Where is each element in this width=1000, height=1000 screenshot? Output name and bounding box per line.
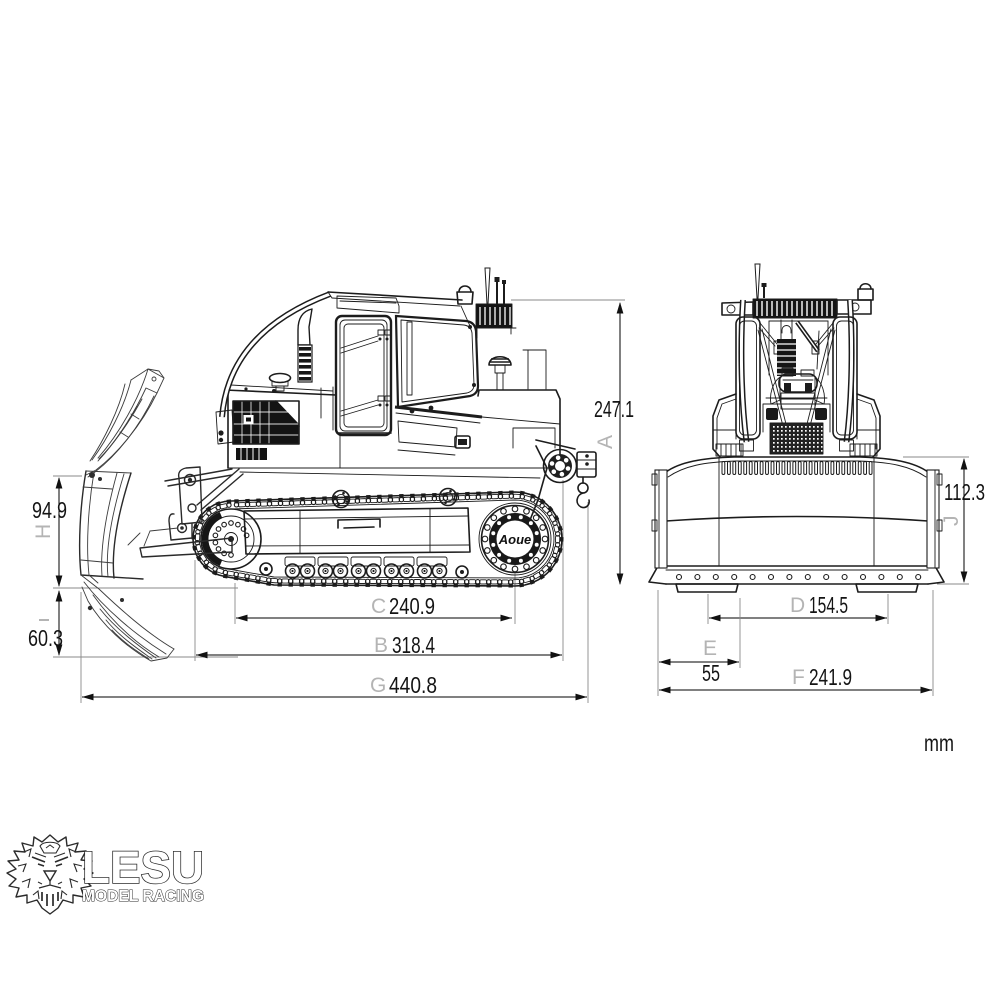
svg-text:B: B: [374, 634, 388, 657]
svg-text:D: D: [790, 594, 805, 617]
svg-text:440.8: 440.8: [389, 672, 437, 698]
svg-text:112.3: 112.3: [944, 479, 985, 505]
svg-text:94.9: 94.9: [32, 497, 67, 523]
svg-text:Aoue: Aoue: [498, 532, 532, 547]
svg-text:C: C: [371, 595, 386, 618]
svg-text:60.3: 60.3: [28, 625, 63, 651]
svg-text:MODEL RACING: MODEL RACING: [82, 888, 204, 905]
svg-text:E: E: [703, 637, 717, 660]
svg-text:55: 55: [702, 660, 720, 686]
svg-text:247.1: 247.1: [594, 396, 634, 422]
svg-text:H: H: [32, 524, 55, 539]
svg-text:J: J: [940, 516, 963, 527]
svg-text:F: F: [792, 666, 805, 689]
svg-text:154.5: 154.5: [809, 592, 848, 618]
svg-text:240.9: 240.9: [389, 593, 435, 619]
svg-text:mm: mm: [924, 730, 954, 756]
svg-text:G: G: [370, 674, 386, 697]
svg-text:LESU: LESU: [82, 842, 204, 893]
svg-text:A: A: [594, 435, 617, 449]
svg-text:241.9: 241.9: [809, 664, 852, 690]
svg-text:318.4: 318.4: [392, 632, 435, 658]
